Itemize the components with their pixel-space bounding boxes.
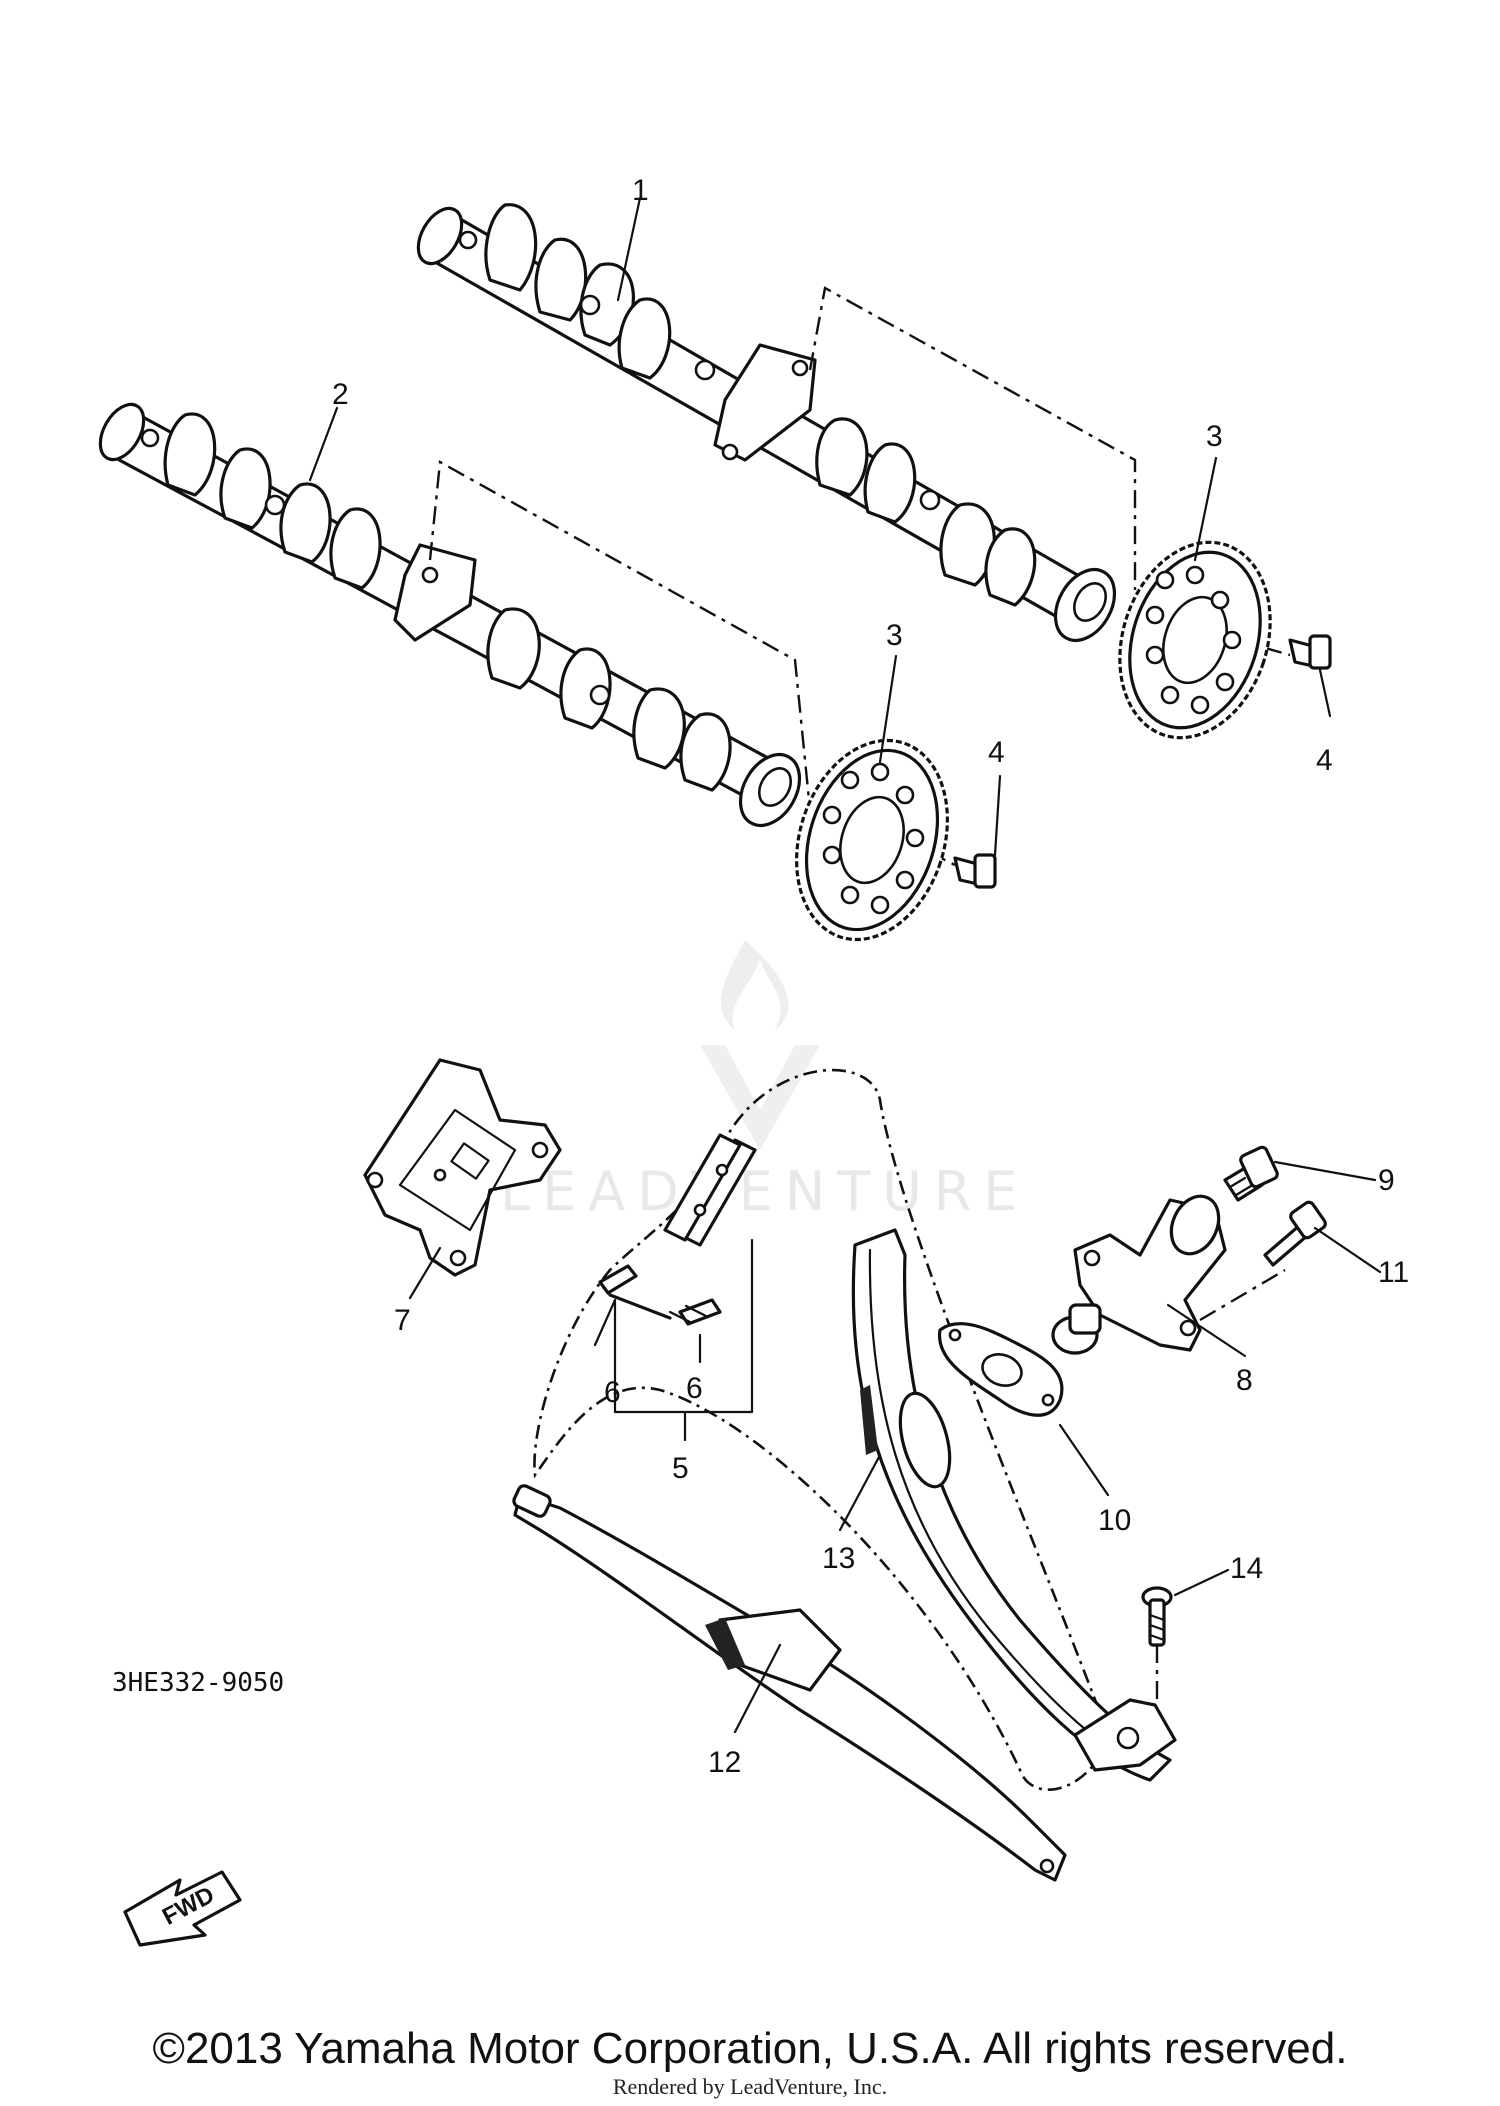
cam-chain-tensioner-8 (1051, 1194, 1227, 1355)
chain-guide-12 (512, 1484, 1067, 1882)
cam-sprocket-upper (1118, 540, 1272, 740)
callout-3-lower: 3 (886, 619, 903, 652)
callout-5: 5 (672, 1452, 689, 1485)
bolt-14 (1141, 1586, 1173, 1647)
forward-arrow-icon: FWD (123, 1870, 242, 1947)
tensioner-bolt-line (1199, 1268, 1286, 1322)
rendered-by-note: Rendered by LeadVenture, Inc. (612, 2074, 888, 2099)
callout-4-lower: 4 (988, 736, 1005, 769)
callout-4-upper: 4 (1316, 744, 1333, 777)
cam-sprocket-lower (795, 738, 949, 942)
callout-11: 11 (1378, 1256, 1409, 1289)
callout-bracket-5 (613, 1238, 754, 1414)
bolt-11 (1263, 1200, 1327, 1267)
callout-7: 7 (394, 1304, 411, 1337)
chain-guide-bracket-7 (363, 1058, 562, 1277)
callout-3-upper: 3 (1206, 420, 1223, 453)
camshaft-2 (98, 402, 802, 827)
leader-lines (308, 196, 1382, 1734)
callout-13: 13 (822, 1542, 855, 1575)
watermark-logo: LEADVENTURE (500, 940, 1029, 1223)
callout-1: 1 (632, 174, 649, 207)
bolt-4-lower (953, 853, 997, 889)
callout-2: 2 (332, 378, 349, 411)
callout-14: 14 (1230, 1552, 1263, 1585)
callout-10: 10 (1098, 1504, 1131, 1537)
diagram-code: 3HE332-9050 (112, 1668, 285, 1698)
callout-12: 12 (708, 1746, 741, 1779)
tensioner-gasket-10 (937, 1322, 1064, 1417)
callout-labels: 1 2 3 3 4 4 5 6 6 7 8 9 10 11 12 13 14 (332, 174, 1409, 1779)
camshaft-1 (416, 203, 1117, 642)
timing-chain-loop (533, 1068, 1112, 1791)
watermark-text: LEADVENTURE (500, 1160, 1029, 1223)
alignment-line-lower (428, 460, 812, 811)
callout-8: 8 (1236, 1364, 1253, 1397)
copyright-notice: ©2013 Yamaha Motor Corporation, U.S.A. A… (152, 2024, 1348, 2073)
callout-6-right: 6 (686, 1372, 703, 1405)
alignment-line-upper (808, 286, 1137, 590)
chain-tensioner-guide-13 (851, 1228, 1177, 1782)
bolt-4-upper (1288, 634, 1332, 670)
chain-joint-link (598, 1133, 757, 1326)
callout-9: 9 (1378, 1164, 1395, 1197)
callout-6-left: 6 (604, 1376, 621, 1409)
bolt-9 (1223, 1145, 1279, 1202)
